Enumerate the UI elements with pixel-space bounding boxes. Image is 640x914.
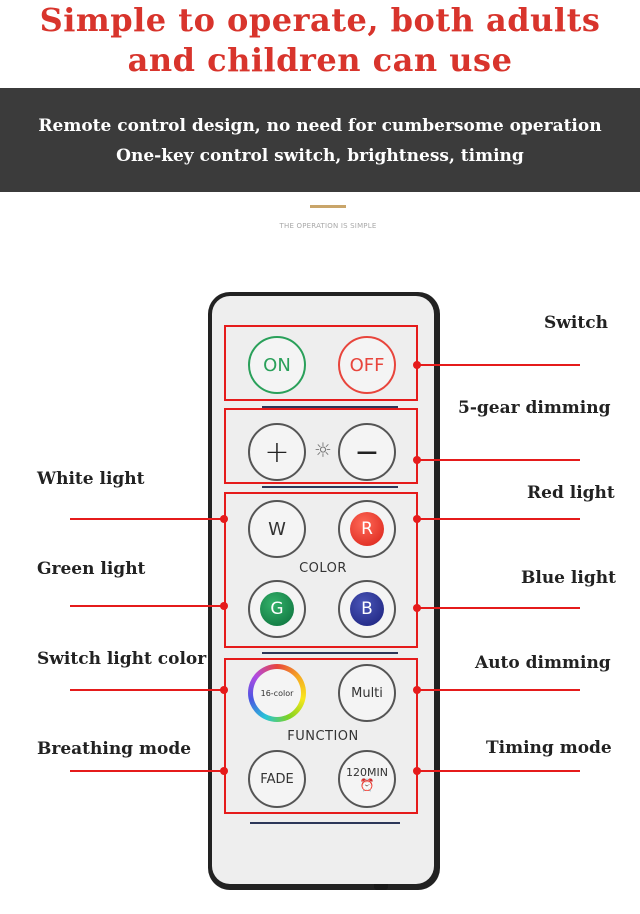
dimming-group-box xyxy=(224,408,418,484)
callout-line xyxy=(70,689,224,691)
label-green: Green light xyxy=(37,559,146,579)
green-button-label: G xyxy=(260,592,294,626)
blue-button[interactable]: B xyxy=(338,580,396,638)
off-button[interactable]: OFF xyxy=(338,336,396,394)
function-section-label: FUNCTION xyxy=(287,729,359,744)
green-button[interactable]: G xyxy=(248,580,306,638)
callout-line xyxy=(418,459,580,461)
label-auto-dimming: Auto dimming xyxy=(475,653,611,673)
brightness-up-button[interactable]: + xyxy=(248,423,306,481)
on-button[interactable]: ON xyxy=(248,336,306,394)
label-blue: Blue light xyxy=(521,568,616,588)
callout-line xyxy=(70,770,224,772)
color-cycle-button[interactable]: 16-color xyxy=(248,664,306,722)
callout-dot xyxy=(220,767,228,775)
red-button-label: R xyxy=(350,512,384,546)
function-group-box xyxy=(224,658,418,814)
callout-dot xyxy=(413,604,421,612)
alarm-clock-icon: ⏰ xyxy=(359,778,375,792)
label-red: Red light xyxy=(527,483,615,503)
timer-button[interactable]: 120MIN ⏰ xyxy=(338,750,396,808)
headline-line-2: and children can use xyxy=(127,41,513,79)
callout-line xyxy=(418,770,580,772)
color-group-box xyxy=(224,492,418,648)
callout-dot xyxy=(220,686,228,694)
callout-line xyxy=(418,364,580,366)
timer-label: 120MIN xyxy=(346,766,388,779)
band-text-2: One-key control switch, brightness, timi… xyxy=(116,146,524,166)
callout-dot xyxy=(413,361,421,369)
decor-bar xyxy=(310,205,346,208)
callout-line xyxy=(418,607,580,609)
callout-dot xyxy=(413,686,421,694)
label-timing: Timing mode xyxy=(486,738,612,758)
brightness-down-button[interactable]: − xyxy=(338,423,396,481)
multi-button[interactable]: Multi xyxy=(338,664,396,722)
switch-group-box xyxy=(224,325,418,401)
callout-dot xyxy=(413,456,421,464)
callout-line xyxy=(70,605,224,607)
callout-dot xyxy=(220,602,228,610)
callout-line xyxy=(70,518,224,520)
section-subtitle: THE OPERATION IS SIMPLE xyxy=(279,222,377,230)
label-dimming: 5-gear dimming xyxy=(458,398,611,418)
callout-line xyxy=(418,689,580,691)
info-band xyxy=(0,88,640,192)
callout-line xyxy=(418,518,580,520)
label-switch: Switch xyxy=(544,313,608,333)
separator xyxy=(262,652,398,654)
color-section-label: COLOR xyxy=(299,561,347,576)
label-white: White light xyxy=(37,469,145,489)
callout-dot xyxy=(413,767,421,775)
blue-button-label: B xyxy=(350,592,384,626)
label-switch-color: Switch light color xyxy=(37,649,207,669)
fade-button[interactable]: FADE xyxy=(248,750,306,808)
separator xyxy=(262,406,398,408)
band-text-1: Remote control design, no need for cumbe… xyxy=(38,116,602,136)
separator xyxy=(262,486,398,488)
label-breathing: Breathing mode xyxy=(37,739,192,759)
color-cycle-label: 16-color xyxy=(253,669,301,717)
callout-dot xyxy=(220,515,228,523)
remote-notch xyxy=(374,884,388,890)
brightness-sun-icon: ☼ xyxy=(314,438,332,462)
white-button[interactable]: W xyxy=(248,500,306,558)
separator xyxy=(250,822,400,824)
headline-line-1: Simple to operate, both adults xyxy=(39,1,601,39)
callout-dot xyxy=(413,515,421,523)
red-button[interactable]: R xyxy=(338,500,396,558)
